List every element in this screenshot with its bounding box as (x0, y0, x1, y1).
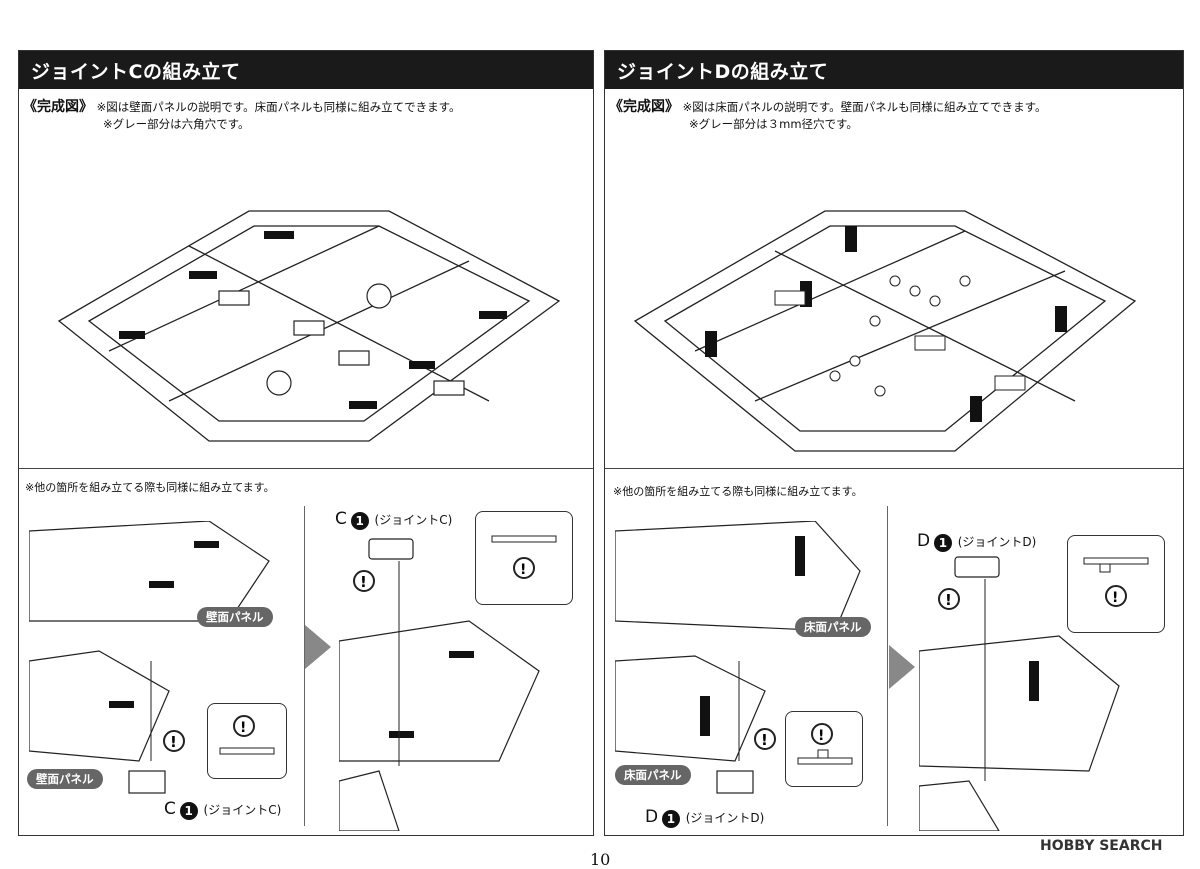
floor-panel-badge-lower: 床面パネル (615, 765, 691, 785)
completed-assembly-illustration (57, 210, 561, 442)
section-header: ジョイントCの組み立て (19, 51, 593, 89)
wall-panel-badge-lower: 壁面パネル (27, 769, 103, 789)
part-label-bottom: C 1 (ジョイントC) (164, 799, 282, 820)
page-number: 10 (590, 850, 611, 869)
detail-callout-right: ! (1067, 535, 1165, 633)
step-after-illustration: ! (339, 538, 540, 831)
part-number-badge: 1 (179, 801, 198, 820)
step-arrow (305, 625, 331, 669)
detail-callout-left: ! (785, 711, 863, 787)
part-number-badge: 1 (350, 511, 369, 530)
part-number-badge: 1 (661, 809, 680, 828)
note-1: ※図は壁面パネルの説明です。床面パネルも同様に組み立てできます。 (96, 100, 461, 114)
complete-label: 《完成図》 (609, 99, 679, 115)
step-note: ※他の箇所を組み立てる際も同様に組み立てます。 (25, 481, 275, 494)
joint-d-panel: ジョイントDの組み立て 《完成図》 ※図は床面パネルの説明です。壁面パネルも同様… (604, 50, 1184, 836)
part-label-top: D 1 (ジョイントD) (917, 531, 1037, 552)
detail-callout-left: ! (207, 703, 287, 779)
panel-divider (19, 468, 593, 469)
step-before-illustration: ! (29, 521, 270, 794)
step-after-illustration: ! (919, 556, 1120, 831)
section-header: ジョイントDの組み立て (605, 51, 1183, 89)
completed-assembly-illustration (633, 210, 1137, 452)
note-1: ※図は床面パネルの説明です。壁面パネルも同様に組み立てできます。 (682, 100, 1047, 114)
complete-notes: 《完成図》 ※図は壁面パネルの説明です。床面パネルも同様に組み立てできます。 ※… (23, 99, 461, 133)
complete-label: 《完成図》 (23, 99, 93, 115)
watermark: HOBBY SEARCH (1040, 838, 1163, 854)
svg-text:!: ! (520, 562, 526, 578)
note-2: ※グレー部分は３mm径穴です。 (689, 117, 858, 131)
svg-text:!: ! (761, 731, 768, 749)
part-number-badge: 1 (933, 533, 952, 552)
step-arrow (889, 645, 915, 689)
note-2: ※グレー部分は六角穴です。 (103, 117, 250, 131)
joint-c-panel: ジョイントCの組み立て 《完成図》 ※図は壁面パネルの説明です。床面パネルも同様… (18, 50, 594, 836)
svg-text:!: ! (818, 728, 824, 744)
section-title: ジョイントDの組み立て (617, 61, 829, 83)
detail-callout-right: ! (475, 511, 573, 605)
part-label-top: C 1 (ジョイントC) (335, 509, 453, 530)
panel-divider (605, 468, 1183, 469)
step-before-illustration: ! (615, 521, 861, 794)
svg-text:!: ! (360, 573, 367, 591)
svg-text:!: ! (1112, 590, 1118, 606)
wall-panel-badge-upper: 壁面パネル (197, 607, 273, 627)
floor-panel-badge-upper: 床面パネル (795, 617, 871, 637)
svg-text:!: ! (945, 591, 952, 609)
svg-text:!: ! (170, 733, 177, 751)
step-separator (304, 506, 305, 826)
step-note: ※他の箇所を組み立てる際も同様に組み立てます。 (613, 485, 863, 498)
section-title: ジョイントCの組み立て (31, 61, 241, 83)
step-separator (887, 506, 888, 826)
svg-text:!: ! (240, 720, 246, 736)
attention-icon (163, 730, 185, 752)
complete-notes: 《完成図》 ※図は床面パネルの説明です。壁面パネルも同様に組み立てできます。 ※… (609, 99, 1047, 133)
part-label-bottom: D 1 (ジョイントD) (645, 807, 765, 828)
